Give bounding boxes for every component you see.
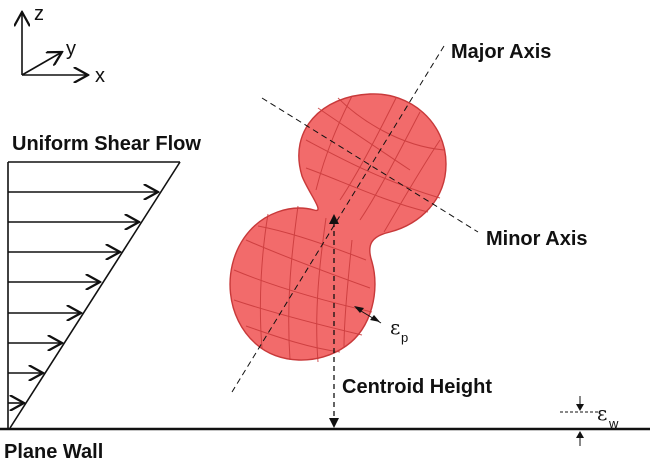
epsilon-w-marker [560,396,600,446]
y-axis-arrow [21,52,62,76]
epsilon-w-symbol: ε [597,401,607,425]
centroid-arrow-down [329,418,339,428]
particle-mesh [233,95,445,363]
minor-axis-label: Minor Axis [486,228,588,250]
epsilon-p-subscript: p [401,330,408,345]
centroid-arrow-up [329,214,339,224]
plane-wall-label: Plane Wall [4,441,103,463]
epsilon-w-arrow-down [576,404,584,411]
centroid-height-label: Centroid Height [342,376,492,398]
minor-axis-line [261,97,479,233]
epsilon-w-arrow-up [576,431,584,438]
epsilon-p-arrow [354,306,364,313]
shear-profile-slope [9,161,181,429]
z-axis-label: z [34,3,44,25]
epsilon-p-symbol: ε [390,315,400,339]
major-axis-label: Major Axis [451,41,551,63]
major-axis-line [231,45,445,393]
epsilon-p-arrow [370,315,380,322]
shear-flow-profile [7,161,181,429]
y-axis-label: y [66,38,76,60]
doublet-particle [229,93,447,363]
x-axis-label: x [95,65,105,87]
epsilon-p-marker [354,306,382,324]
shear-flow-label: Uniform Shear Flow [12,133,201,155]
epsilon-w-subscript: w [608,416,619,431]
coordinate-axes [22,12,88,75]
